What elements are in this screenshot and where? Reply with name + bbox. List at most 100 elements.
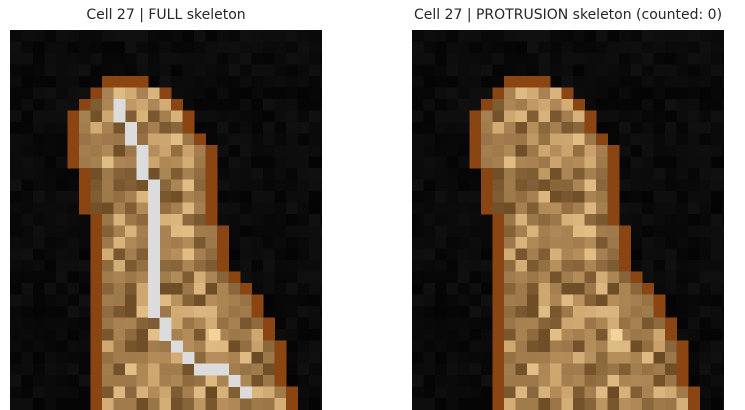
cell-pixel (550, 317, 562, 330)
background-pixel (274, 260, 287, 272)
background-pixel (458, 271, 470, 284)
background-pixel (665, 156, 677, 169)
background-pixel (286, 133, 298, 146)
background-pixel (676, 271, 689, 284)
background-pixel (688, 363, 700, 376)
skeleton-pixel (113, 110, 126, 123)
background-pixel (458, 179, 470, 192)
cell-pixel (504, 179, 516, 192)
background-pixel (56, 329, 68, 341)
background-pixel (481, 76, 493, 88)
background-pixel (653, 122, 666, 134)
cell-pixel (102, 179, 114, 192)
background-pixel (688, 306, 700, 318)
background-pixel (240, 76, 252, 88)
background-pixel (56, 110, 68, 123)
cell-pixel (561, 283, 574, 295)
cell-pixel (550, 225, 562, 238)
background-pixel (33, 225, 45, 238)
background-pixel (561, 64, 574, 77)
cell-pixel (113, 214, 126, 226)
background-pixel (665, 99, 677, 111)
background-pixel (435, 76, 447, 88)
background-pixel (412, 340, 424, 353)
background-pixel (481, 294, 493, 307)
cell-pixel (263, 398, 275, 410)
cell-pixel (148, 156, 160, 169)
cell-pixel (171, 168, 183, 180)
cell-pixel (561, 260, 574, 272)
background-pixel (240, 110, 252, 123)
cell-pixel (527, 133, 539, 146)
background-pixel (469, 271, 482, 284)
background-pixel (435, 329, 447, 341)
cell-pixel (550, 294, 562, 307)
cell-pixel (550, 145, 562, 157)
cell-pixel (136, 76, 149, 88)
background-pixel (263, 41, 275, 54)
cell-pixel (492, 87, 505, 100)
background-pixel (274, 122, 287, 134)
background-pixel (309, 191, 321, 203)
background-pixel (228, 225, 241, 238)
cell-pixel (492, 168, 505, 180)
background-pixel (711, 202, 723, 215)
background-pixel (309, 202, 321, 215)
background-pixel (412, 64, 424, 77)
background-pixel (309, 317, 321, 330)
background-pixel (159, 53, 172, 65)
background-pixel (136, 53, 149, 65)
background-pixel (688, 122, 700, 134)
cell-pixel (469, 110, 482, 123)
background-pixel (171, 30, 183, 42)
background-pixel (423, 87, 436, 100)
cell-pixel (607, 352, 620, 364)
background-pixel (699, 283, 712, 295)
background-pixel (21, 398, 34, 410)
background-pixel (320, 386, 322, 399)
cell-pixel (561, 306, 574, 318)
cell-pixel (596, 340, 608, 353)
background-pixel (711, 53, 723, 65)
background-pixel (309, 306, 321, 318)
background-pixel (423, 375, 436, 387)
skeleton-pixel (205, 363, 218, 376)
cell-pixel (205, 352, 218, 364)
background-pixel (274, 191, 287, 203)
background-pixel (596, 76, 608, 88)
cell-pixel (492, 271, 505, 284)
background-pixel (136, 41, 149, 54)
background-pixel (446, 271, 459, 284)
background-pixel (10, 168, 22, 180)
background-pixel (412, 145, 424, 157)
background-pixel (263, 214, 275, 226)
cell-pixel (79, 133, 91, 146)
cell-pixel (113, 260, 126, 272)
background-pixel (21, 76, 34, 88)
background-pixel (79, 329, 91, 341)
background-pixel (56, 122, 68, 134)
cell-pixel (159, 386, 172, 399)
cell-pixel (263, 317, 275, 330)
background-pixel (619, 110, 631, 123)
background-pixel (56, 340, 68, 353)
cell-pixel (596, 352, 608, 364)
cell-pixel (217, 271, 229, 284)
cell-pixel (194, 352, 206, 364)
background-pixel (286, 340, 298, 353)
background-pixel (630, 30, 643, 42)
background-pixel (33, 306, 45, 318)
background-pixel (240, 41, 252, 54)
cell-pixel (113, 352, 126, 364)
background-pixel (688, 156, 700, 169)
background-pixel (653, 260, 666, 272)
background-pixel (320, 133, 322, 146)
cell-pixel (607, 398, 620, 410)
background-pixel (458, 76, 470, 88)
skeleton-pixel (148, 191, 160, 203)
background-pixel (286, 237, 298, 249)
background-pixel (79, 53, 91, 65)
background-pixel (722, 329, 724, 341)
background-pixel (688, 329, 700, 341)
background-pixel (642, 41, 654, 54)
